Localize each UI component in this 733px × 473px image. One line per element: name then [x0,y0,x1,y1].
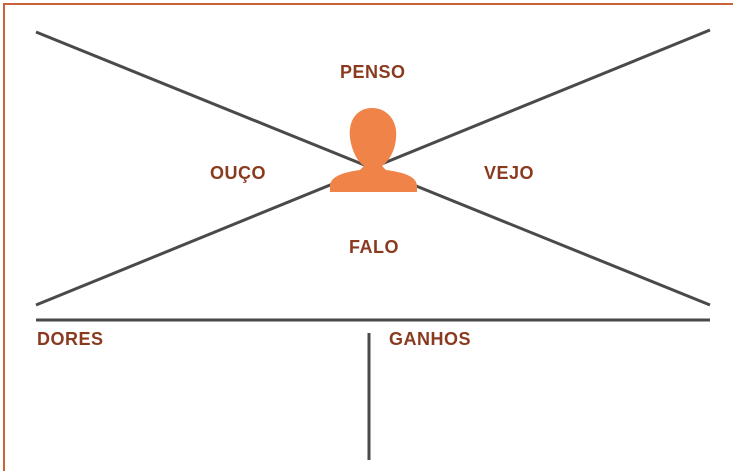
label-gains: GANHOS [389,329,472,349]
label-see: VEJO [484,163,535,183]
label-think: PENSO [340,62,406,82]
label-hear: OUÇO [210,163,266,183]
person-silhouette-icon [330,108,417,192]
frame-border [3,3,733,471]
label-pains: DORES [37,329,104,349]
label-say: FALO [349,237,399,257]
